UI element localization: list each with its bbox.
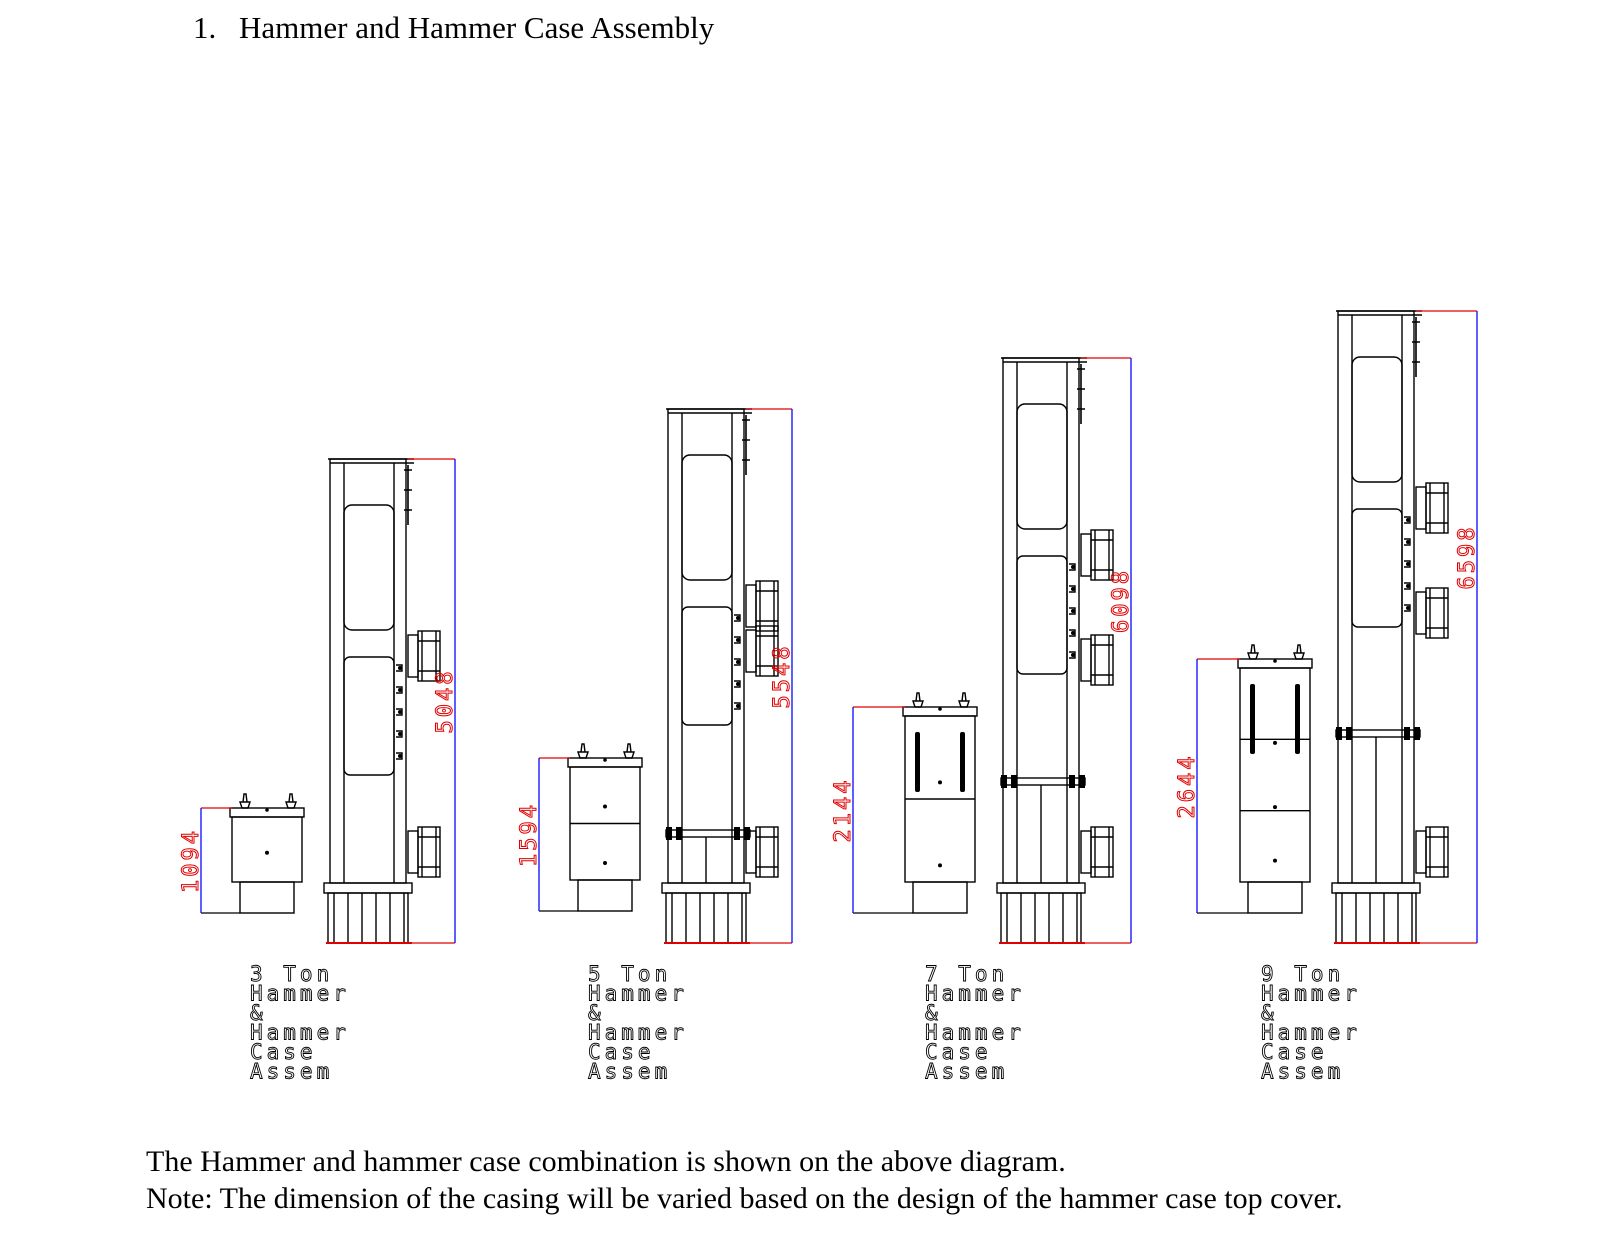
hammer-case-1 (229, 793, 305, 914)
dimensions-1: 1094 5048 (179, 458, 459, 944)
assembly-label-line: Case (1261, 1040, 1328, 1064)
assembly-label-line: Hammer (925, 982, 1025, 1006)
case-dimension-4: 2644 (1175, 754, 1200, 819)
assembly-label-line: Hammer (925, 1021, 1025, 1045)
hammer-case-4 (1237, 644, 1313, 914)
case-dimension-1: 1094 (179, 828, 204, 893)
assembly-label-line: 3 Ton (250, 962, 333, 986)
assembly-label-line: & (1261, 1001, 1278, 1025)
assembly-label-line: Assem (588, 1060, 671, 1084)
hammer-tower-2 (661, 408, 779, 944)
dimensions-2: 1594 5548 (517, 408, 796, 944)
assembly-label-line: Hammer (250, 1021, 350, 1045)
caption-line-1: The Hammer and hammer case combination i… (146, 1145, 1066, 1178)
assembly-label-line: Hammer (1261, 982, 1361, 1006)
section-number: 1. (193, 10, 217, 45)
hammer-tower-1 (323, 458, 441, 944)
hammer-case-3 (902, 692, 978, 914)
assembly-label-line: Assem (1261, 1060, 1344, 1084)
assembly-label-line: Assem (250, 1060, 333, 1084)
caption-line-2: Note: The dimension of the casing will b… (146, 1182, 1343, 1215)
case-dimension-2: 1594 (517, 802, 542, 867)
assembly-label-line: Assem (925, 1060, 1008, 1084)
assembly-label-line: Hammer (588, 1021, 688, 1045)
section-heading: 1. Hammer and Hammer Case Assembly (193, 10, 714, 46)
assembly-label-line: & (588, 1001, 605, 1025)
hammer-case-2 (567, 743, 643, 912)
tower-dimension-4: 6598 (1455, 525, 1480, 590)
assembly-label-line: Hammer (1261, 1021, 1361, 1045)
assembly-label-line: Case (925, 1040, 992, 1064)
assembly-label-line: Case (250, 1040, 317, 1064)
assembly-label-line: 9 Ton (1261, 962, 1344, 986)
section-title: Hammer and Hammer Case Assembly (239, 10, 715, 45)
hammer-tower-4 (1331, 310, 1449, 944)
assembly-label-line: 5 Ton (588, 962, 671, 986)
assembly-label-line: Hammer (250, 982, 350, 1006)
case-dimension-3: 2144 (831, 778, 856, 843)
tower-dimension-2: 5548 (770, 644, 795, 709)
assembly-label-line: 7 Ton (925, 962, 1008, 986)
assembly-label-line: & (250, 1001, 267, 1025)
assembly-label-line: Case (588, 1040, 655, 1064)
tower-dimension-3: 6098 (1109, 568, 1134, 633)
hammer-tower-3 (996, 357, 1114, 944)
caption: The Hammer and hammer case combination i… (146, 1143, 1343, 1217)
assembly-label-line: Hammer (588, 982, 688, 1006)
tower-dimension-1: 5048 (433, 669, 458, 734)
dimensions-4: 2644 6598 (1175, 310, 1481, 944)
assembly-label-line: & (925, 1001, 942, 1025)
dimensions-3: 2144 6098 (831, 357, 1135, 944)
